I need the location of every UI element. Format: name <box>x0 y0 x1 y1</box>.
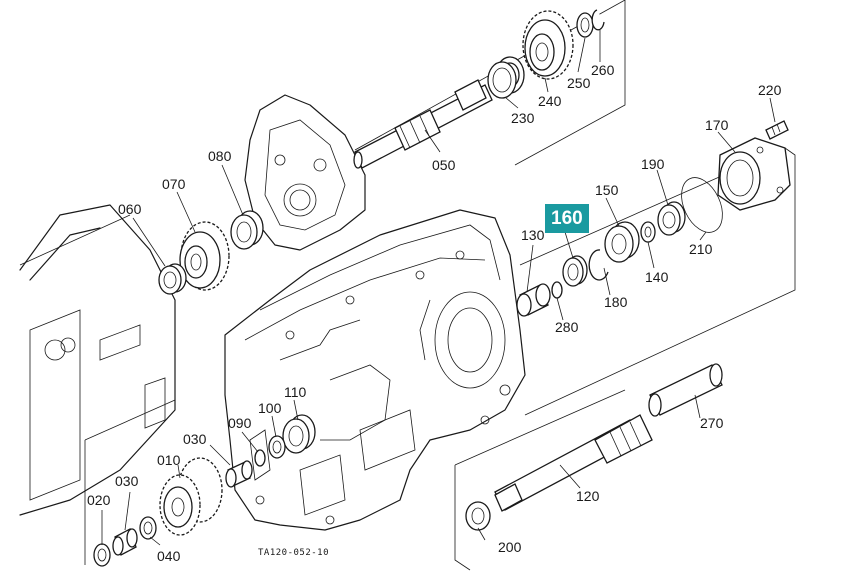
part-010-gear <box>159 457 223 536</box>
label-080: 080 <box>208 148 232 164</box>
part-280-ring <box>551 281 563 299</box>
label-020: 020 <box>87 492 111 508</box>
drawing-code: TA120-052-10 <box>258 548 330 558</box>
part-260-circlip <box>591 9 605 31</box>
label-270: 270 <box>700 415 724 431</box>
label-030-upper: 030 <box>183 431 207 447</box>
part-030-bearing-upper <box>225 460 253 488</box>
part-110-bearing <box>282 414 316 454</box>
part-230-bearing <box>487 56 525 99</box>
label-090: 090 <box>228 415 252 431</box>
transmission-case <box>224 209 526 531</box>
label-190: 190 <box>641 156 665 172</box>
label-110: 110 <box>284 384 307 400</box>
label-200: 200 <box>498 539 522 555</box>
part-120-shaft <box>494 414 653 512</box>
leader-lines <box>101 30 776 546</box>
label-260: 260 <box>591 62 615 78</box>
part-050-shaft <box>353 79 493 169</box>
part-160-bearing <box>562 255 588 287</box>
label-220: 220 <box>758 82 782 98</box>
label-030-lower: 030 <box>115 473 139 489</box>
label-170: 170 <box>705 117 729 133</box>
part-240-gear <box>522 10 574 80</box>
highlighted-part-label[interactable]: 160 <box>545 204 589 233</box>
label-210: 210 <box>689 241 713 257</box>
label-230: 230 <box>511 110 535 126</box>
label-240: 240 <box>538 93 562 109</box>
part-190-bearing <box>657 201 686 236</box>
cover-plate <box>244 94 366 251</box>
part-170-housing <box>717 137 791 211</box>
part-030-bearing-lower <box>112 528 138 556</box>
label-120: 120 <box>576 488 600 504</box>
part-100-bearing <box>268 435 286 459</box>
label-050: 050 <box>432 157 456 173</box>
left-housing <box>19 204 176 516</box>
part-180-snap-ring <box>588 249 609 281</box>
label-180: 180 <box>604 294 628 310</box>
part-270-sleeve <box>648 363 723 417</box>
label-150: 150 <box>595 182 619 198</box>
part-130-sleeve <box>516 283 551 317</box>
part-080-bearing <box>230 210 264 250</box>
label-100: 100 <box>258 400 282 416</box>
part-140-collar <box>640 221 656 243</box>
label-060: 060 <box>118 201 142 217</box>
label-280: 280 <box>555 319 579 335</box>
part-040-washer <box>139 516 157 540</box>
part-150-bearing <box>604 221 640 263</box>
part-210-o-ring <box>681 177 723 233</box>
label-010: 010 <box>157 452 181 468</box>
part-020-washer <box>93 543 111 567</box>
part-250-washer <box>576 12 594 38</box>
part-200-seal <box>465 501 491 531</box>
label-070: 070 <box>162 176 186 192</box>
label-250: 250 <box>567 75 591 91</box>
part-090-ring <box>254 449 266 467</box>
part-220-plug <box>765 120 789 140</box>
part-060-bearing <box>158 263 187 295</box>
label-040: 040 <box>157 548 181 564</box>
part-070-gear <box>179 221 230 291</box>
label-140: 140 <box>645 269 669 285</box>
label-130: 130 <box>521 227 545 243</box>
